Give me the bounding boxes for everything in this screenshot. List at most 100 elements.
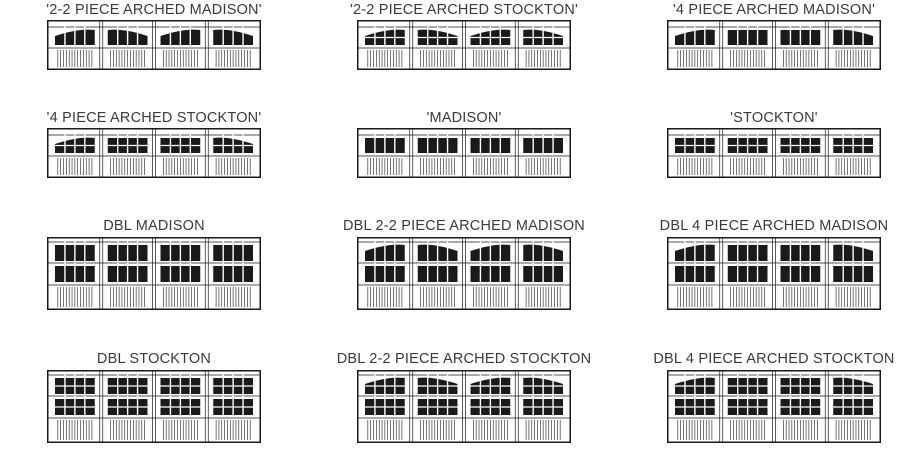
window-lites [833, 260, 873, 283]
plank-lines [473, 158, 508, 175]
plank-lines [677, 287, 713, 307]
window-lites [160, 24, 201, 46]
window-lites [212, 132, 254, 154]
plank-lines [215, 287, 251, 307]
plank-lines [110, 420, 145, 440]
window-lites [675, 239, 715, 262]
plank-lines [163, 50, 198, 67]
door-style-title: DBL 2-2 PIECE ARCHED MADISON [343, 218, 585, 234]
door-style-card[interactable]: DBL STOCKTON [4, 351, 304, 447]
window-lites [832, 372, 874, 395]
window-lites [779, 132, 822, 154]
window-lites [470, 132, 511, 154]
plank-lines [110, 287, 145, 307]
window-lites [674, 393, 716, 416]
window-lites [417, 260, 458, 283]
plank-lines [367, 50, 403, 67]
window-lites [159, 372, 202, 395]
door-style-card[interactable]: DBL 2-2 PIECE ARCHED STOCKTON [314, 351, 614, 447]
window-lites [674, 132, 716, 154]
window-lites [107, 260, 148, 283]
window-lites [416, 393, 459, 416]
plank-lines [215, 420, 251, 440]
garage-door-illustration [667, 20, 881, 70]
plank-lines [783, 287, 818, 307]
door-style-title: '2-2 PIECE ARCHED STOCKTON' [350, 2, 578, 18]
garage-door-illustration [667, 237, 881, 310]
door-style-title: 'MADISON' [426, 110, 502, 126]
window-lites [726, 372, 769, 395]
window-lites [159, 393, 202, 416]
window-lites [779, 372, 822, 395]
window-lites [365, 260, 405, 283]
window-lites [523, 260, 563, 283]
window-lites [213, 260, 253, 283]
door-style-card[interactable]: '4 PIECE ARCHED STOCKTON' [4, 110, 304, 182]
window-lites [832, 132, 874, 154]
plank-lines [835, 158, 871, 175]
window-lites [365, 132, 405, 154]
window-lites [470, 260, 511, 283]
door-style-title: '4 PIECE ARCHED STOCKTON' [46, 110, 262, 126]
window-lites [417, 239, 458, 262]
window-lites [469, 24, 512, 46]
door-style-title: DBL STOCKTON [96, 351, 212, 367]
door-style-card[interactable]: '2-2 PIECE ARCHED MADISON' [4, 2, 304, 74]
door-style-title: '4 PIECE ARCHED MADISON' [672, 2, 876, 18]
window-lites [417, 132, 458, 154]
window-lites [54, 372, 96, 395]
door-style-title: DBL 2-2 PIECE ARCHED STOCKTON [336, 351, 592, 367]
door-style-title: DBL 4 PIECE ARCHED MADISON [659, 218, 889, 234]
garage-door-illustration [47, 237, 261, 310]
door-style-title: DBL 4 PIECE ARCHED STOCKTON [653, 351, 895, 367]
door-style-card[interactable]: DBL 4 PIECE ARCHED MADISON [624, 218, 924, 314]
plank-lines [57, 50, 93, 67]
window-lites [213, 24, 253, 46]
window-lites [727, 24, 768, 46]
window-lites [160, 260, 201, 283]
window-lites [416, 372, 459, 395]
plank-lines [57, 287, 93, 307]
window-lites [675, 24, 715, 46]
window-lites [55, 24, 95, 46]
plank-lines [473, 287, 508, 307]
window-lites [832, 393, 874, 416]
door-style-card[interactable]: 'STOCKTON' [624, 110, 924, 182]
plank-lines [677, 420, 713, 440]
door-style-card[interactable]: DBL 2-2 PIECE ARCHED MADISON [314, 218, 614, 314]
window-lites [674, 372, 716, 395]
window-lites [55, 239, 95, 262]
window-lites [106, 372, 149, 395]
door-style-card[interactable]: DBL 4 PIECE ARCHED STOCKTON [624, 351, 924, 447]
window-lites [779, 393, 822, 416]
plank-lines [730, 420, 765, 440]
plank-lines [525, 287, 561, 307]
door-style-card[interactable]: '2-2 PIECE ARCHED STOCKTON' [314, 2, 614, 74]
door-style-card[interactable]: '4 PIECE ARCHED MADISON' [624, 2, 924, 74]
plank-lines [835, 420, 871, 440]
plank-lines [525, 158, 561, 175]
plank-lines [420, 50, 455, 67]
door-style-card[interactable]: 'MADISON' [314, 110, 614, 182]
window-lites [106, 132, 149, 154]
garage-door-illustration [357, 237, 571, 310]
window-lites [55, 260, 95, 283]
door-style-card[interactable]: DBL MADISON [4, 218, 304, 314]
window-lites [159, 132, 202, 154]
plank-lines [677, 50, 713, 67]
plank-lines [525, 50, 561, 67]
plank-lines [57, 158, 93, 175]
window-lites [365, 239, 405, 262]
window-lites [522, 372, 564, 395]
window-lites [780, 239, 821, 262]
plank-lines [420, 420, 455, 440]
plank-lines [835, 50, 871, 67]
plank-lines [677, 158, 713, 175]
window-lites [364, 393, 406, 416]
window-lites [727, 260, 768, 283]
plank-lines [835, 287, 871, 307]
plank-lines [215, 50, 251, 67]
plank-lines [420, 158, 455, 175]
plank-lines [730, 158, 765, 175]
plank-lines [367, 420, 403, 440]
